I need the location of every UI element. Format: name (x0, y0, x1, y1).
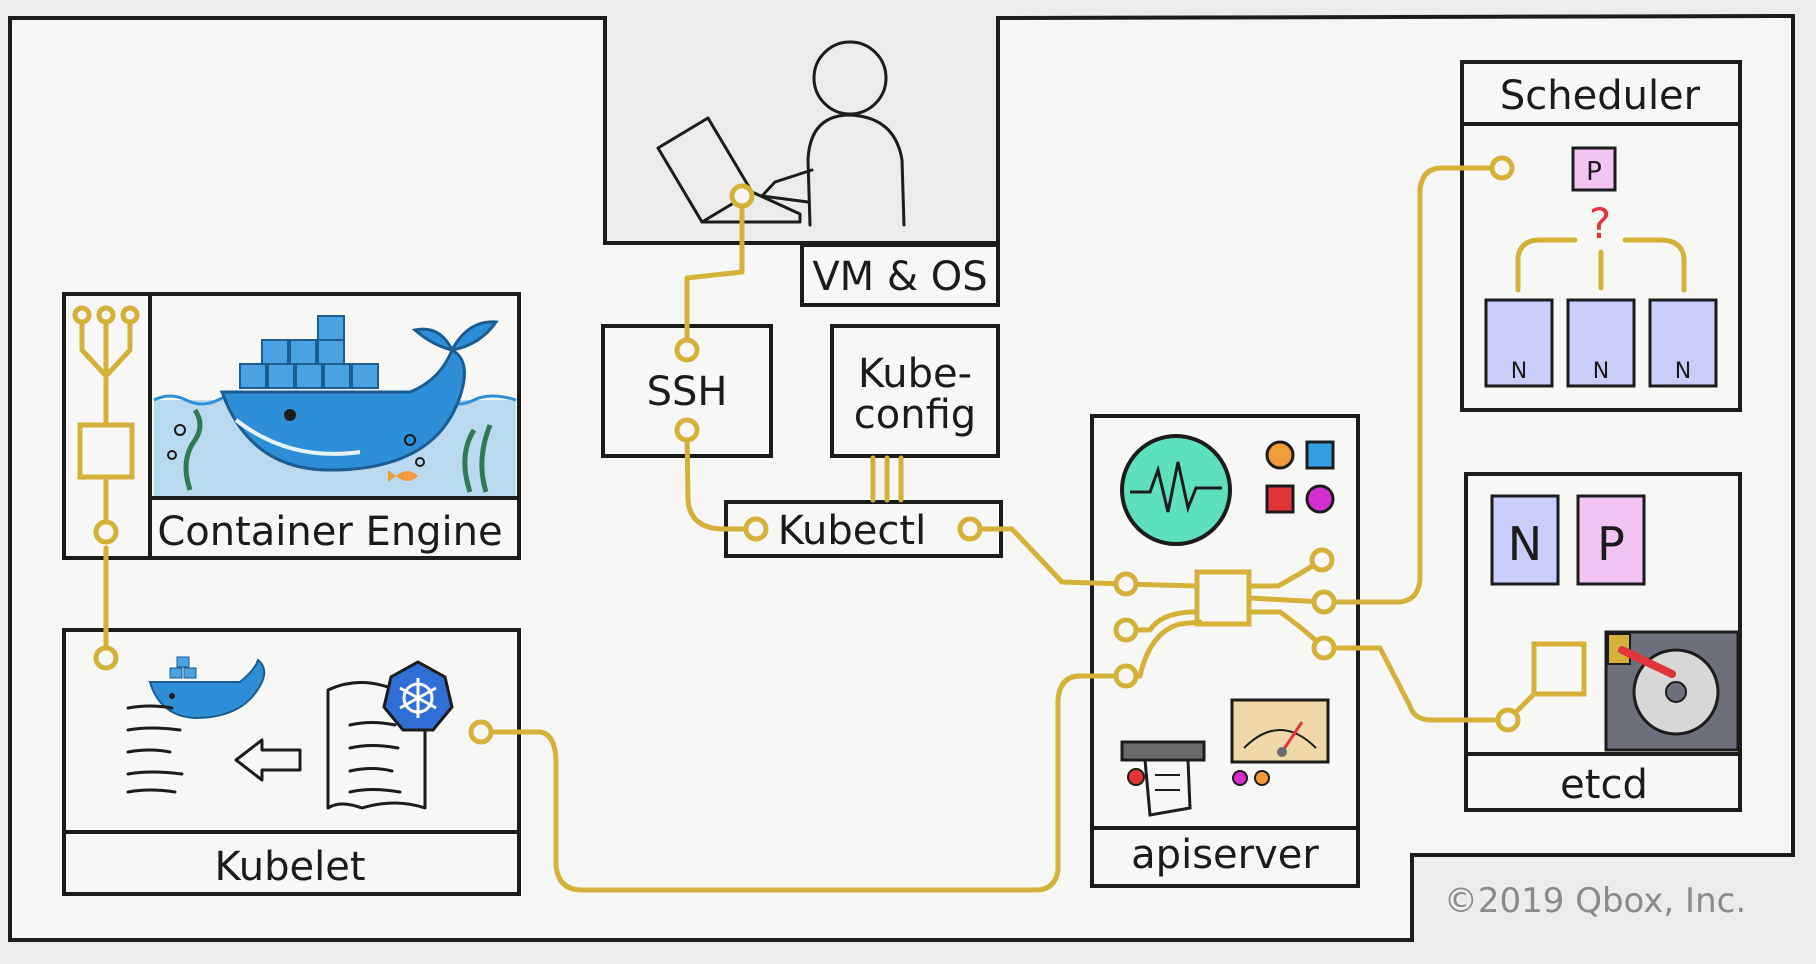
etcd-pod-label: P (1597, 517, 1625, 571)
vm-os-box (800, 243, 1000, 307)
printer-icon (1120, 740, 1206, 817)
vm-os-label: VM & OS (812, 254, 987, 300)
scheduler-node-3 (1648, 298, 1718, 388)
kubeconfig-box (830, 324, 1000, 458)
etcd-node-label: N (1508, 517, 1542, 571)
etcd-label: etcd (1560, 762, 1648, 808)
container-engine-label: Container Engine (157, 509, 502, 555)
api-router-chip (1194, 569, 1252, 627)
left-arrow-icon (234, 738, 302, 782)
scheduler-node-2-label: N (1593, 359, 1609, 384)
scheduler-branch-wires (1515, 237, 1687, 293)
generated-lines (126, 704, 184, 794)
laptop-user-icon (656, 40, 906, 227)
kubelet-label: Kubelet (215, 844, 366, 890)
apiserver-label: apiserver (1131, 832, 1319, 878)
copyright-text: ©2019 Qbox, Inc. (1444, 881, 1746, 921)
scheduler-pod-label: P (1586, 157, 1602, 187)
hard-disk-icon (1604, 630, 1740, 752)
docker-whale-icon (153, 315, 517, 496)
scheduler-node-2 (1566, 298, 1636, 388)
kubeconfig-label-line1: Kube- (858, 351, 972, 397)
kubeconfig-kubectl-link (870, 455, 904, 503)
etcd-pod (1576, 494, 1646, 586)
status-lights (1265, 440, 1335, 514)
kubernetes-manifest-icon (326, 660, 454, 810)
circuit-wires (77, 165, 1537, 893)
scheduler-nodes: N N N (1484, 298, 1718, 388)
gauge-icon (1230, 698, 1330, 786)
scheduler-node-3-label: N (1675, 359, 1691, 384)
kubectl-label: Kubectl (778, 508, 926, 554)
scheduler-pod (1571, 146, 1617, 192)
scheduler-question-mark: ? (1589, 199, 1611, 248)
scheduler-node-1 (1484, 298, 1554, 388)
monitor-waveform-icon (1120, 434, 1232, 546)
scheduler-node-1-label: N (1511, 359, 1527, 384)
circuit-pads (72, 155, 1521, 745)
kubeconfig-label-line2: config (854, 392, 976, 438)
docker-whale-small-icon (148, 656, 266, 720)
etcd-node (1490, 494, 1560, 586)
ssh-label: SSH (647, 369, 728, 415)
etcd-io-chip (1531, 641, 1587, 697)
scheduler-label: Scheduler (1500, 73, 1701, 119)
kubelet-box (62, 628, 521, 896)
